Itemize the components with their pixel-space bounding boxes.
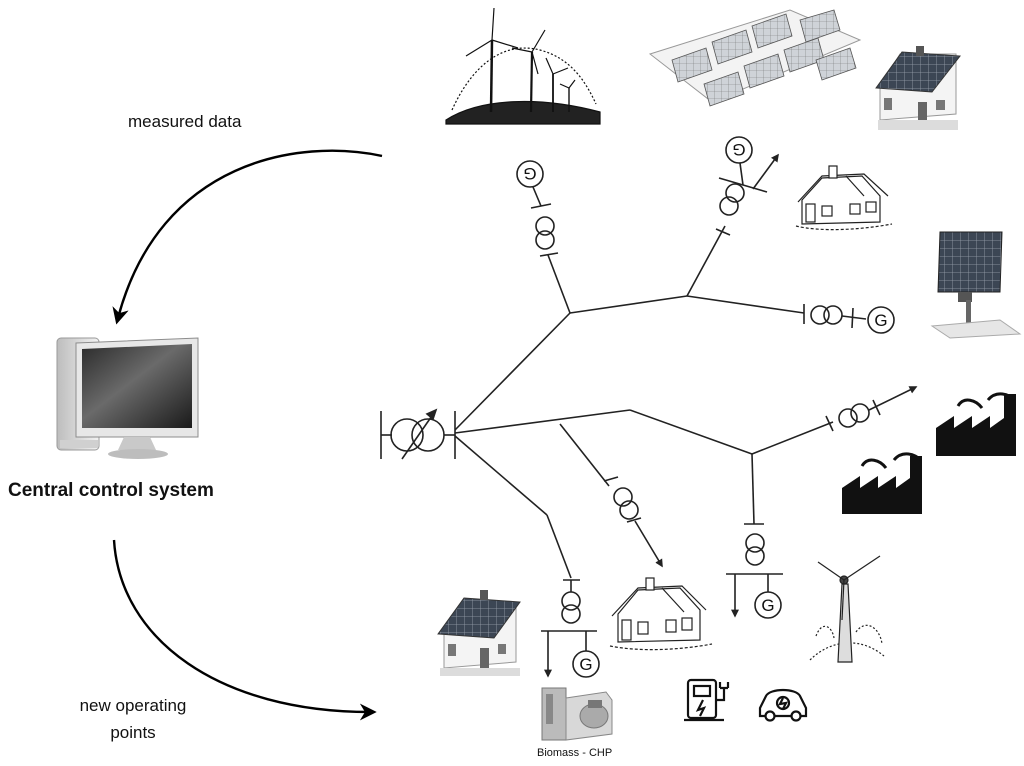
solar-panel-icon: [930, 231, 1022, 339]
generator-label: G: [732, 140, 745, 159]
new-operating-points-label: new operating points: [58, 692, 208, 746]
biomass-chp-label: Biomass - CHP: [537, 747, 613, 759]
computer-monitor-icon: [56, 337, 199, 459]
generator-label: G: [523, 164, 536, 183]
new-operating-points-arrow: [112, 539, 377, 721]
measured-data-label: measured data: [128, 112, 242, 131]
house-solar-roof-icon: [437, 590, 521, 676]
wind-turbine-icon: [809, 555, 885, 663]
house-solar-roof-icon: [875, 46, 961, 130]
biomass-chp-icon: [541, 687, 613, 741]
house-sketch-icon: [609, 577, 713, 651]
generator-label: G: [874, 311, 887, 330]
new-operating-points-line2: points: [110, 723, 156, 742]
factory-icon: [842, 452, 922, 514]
grid-network: [380, 136, 918, 678]
generator-label: G: [761, 596, 774, 615]
electric-car-icon: [758, 688, 808, 722]
factory-icon: [936, 392, 1016, 456]
wind-farm-icon: [445, 7, 601, 125]
measured-data-arrow: [112, 149, 383, 325]
charging-station-icon: [684, 678, 730, 722]
solar-field-icon: [648, 9, 862, 107]
generator-label: G: [579, 655, 592, 674]
central-control-system-label: Central control system: [8, 480, 214, 501]
new-operating-points-line1: new operating: [79, 696, 187, 715]
house-sketch-icon: [795, 165, 893, 231]
